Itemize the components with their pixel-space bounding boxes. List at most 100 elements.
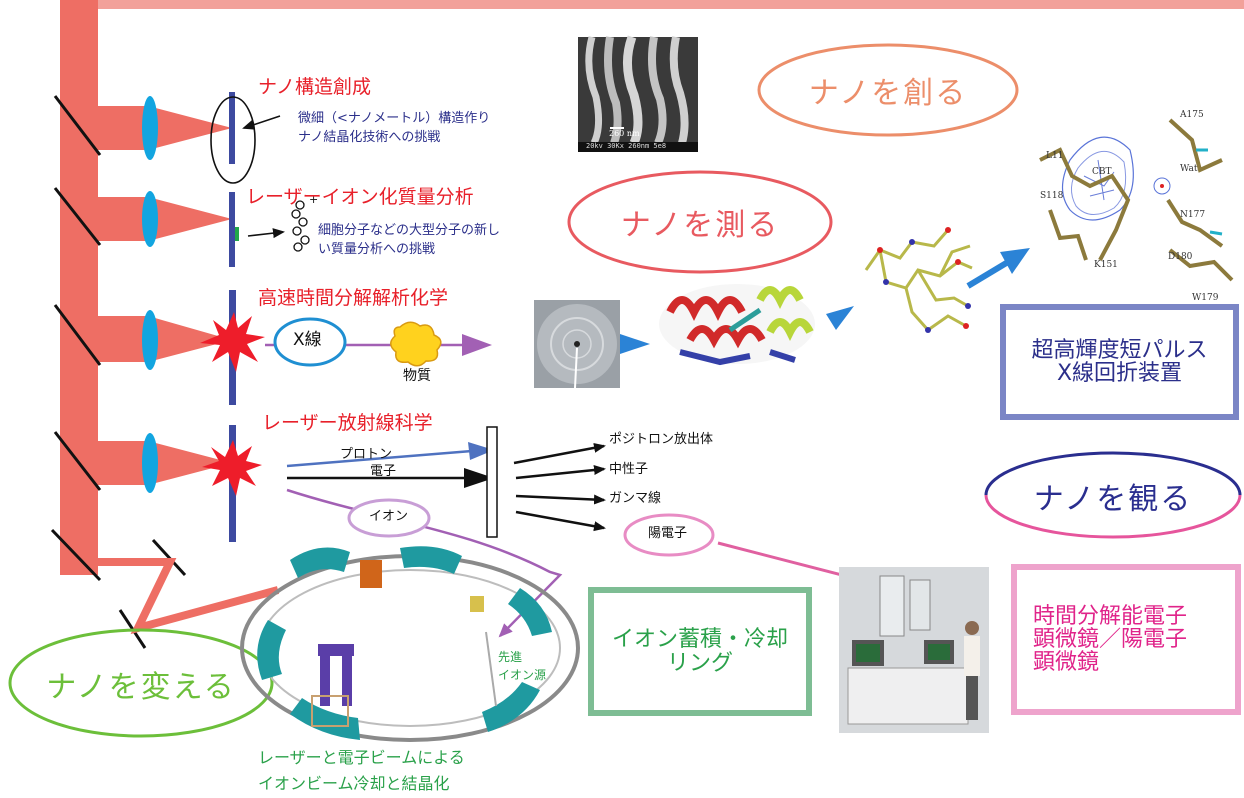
electron-arrowhead [464,468,494,488]
residue-label-0: L11 [1046,151,1063,161]
ring-beam [98,558,280,635]
mirror-5 [50,528,102,582]
xray-device-label: 超高輝度短パルス X線回折装置 [1031,337,1208,386]
storage-ring [240,546,580,742]
ion-ring-label: イオン蓄積・冷却 リング [611,627,788,676]
residue-label-7: K151 [1094,260,1118,270]
ribbon-arrow [826,306,854,330]
mirror-4 [53,431,102,491]
structure-oval [210,96,256,184]
green-sample [235,227,239,241]
output-label-gamma: ガンマ線 [609,491,662,506]
residue-label-8: W179 [1192,293,1219,303]
mass-spec-title: レーザーイオン化質量分析 [246,186,474,208]
oval-measure-label: ナノを測る [620,208,780,243]
substance-label: 物質 [403,368,431,384]
electron-label: 電子 [370,464,397,479]
oval-observe-label: ナノを観る [1033,482,1193,517]
oval-change-label: ナノを変える [46,670,236,705]
diffraction-arrow [620,334,650,354]
ball-stick-atoms [877,227,971,333]
oval-observe-top [984,451,1242,496]
oval-observe-bottom [984,494,1242,539]
xray-oval [273,317,347,367]
cooling-caption-2: イオンビーム冷却と結晶化 [258,774,450,793]
ion-source-label-2: イオン源 [498,668,547,682]
target-1 [229,92,235,164]
positron-oval [623,513,715,557]
ball-stick-model [864,229,973,332]
xray-arrowhead [462,334,492,356]
residue-label-1: CBT [1092,167,1112,177]
branch-beam-4 [98,441,232,485]
converter-plate [486,426,498,538]
residue-label-3: Wat [1180,164,1198,174]
output-label-positron-emitter: ポジトロン放出体 [609,432,714,447]
positron-label: 陽電子 [648,526,688,541]
oval-change [8,628,274,738]
mass-spec-desc-1: 細胞分子などの大型分子の新し [318,223,501,238]
lens-2 [142,191,158,247]
branch-beam-2 [98,197,232,241]
residue-label-2: A175 [1179,110,1204,120]
residue-label-6: D180 [1168,252,1193,262]
time-resolved-title: 高速時間分解解析化学 [258,287,449,309]
ion-oval [347,498,431,538]
mass-spec-arrow [247,228,285,239]
substance-blob [390,321,442,367]
sem-scale-label: 260 nm [609,129,640,138]
box-microscope [1011,564,1241,715]
main-beam-vertical [60,0,98,575]
oval-create [757,43,1019,137]
box-ion-ring [588,587,812,716]
cooling-caption-1: レーザーと電子ビームによる [258,748,465,767]
proton-line [286,449,473,468]
structure-arrow [242,115,281,130]
residue-label-5: N177 [1180,210,1205,220]
lens-1 [142,96,158,160]
microscope-photo [839,567,989,733]
mirror-3 [53,304,102,366]
top-beam-bar [60,0,1244,9]
molecule-icon: + [291,193,318,252]
microscope-label: 時間分解能電子 顕微鏡／陽電子 顕微鏡 [1033,603,1188,676]
lens-4 [142,433,158,493]
oval-measure [567,170,833,274]
sem-image [578,35,698,152]
oval-create-label: ナノを創る [808,76,968,111]
mirror-6 [151,538,187,577]
nano-structure-title: ナノ構造創成 [258,76,372,98]
proton-arrowhead [468,442,494,460]
nano-structure-desc-1: 微細（<ナノメートル）構造作り [298,111,491,126]
xray-label: X線 [293,330,322,350]
burst-3 [200,312,265,372]
ion-source-label-1: 先進 [498,650,523,664]
svg-text:+: + [309,193,318,206]
lens-3 [142,310,158,370]
model-arrow-line [966,259,1010,289]
output-arrows [513,442,606,532]
diffraction-pattern [534,300,620,389]
target-2 [229,192,235,267]
nano-structure-desc-2: ナノ結晶化技術への挑戦 [298,130,441,145]
residue-label-4: S118 [1040,191,1064,201]
sem-footer-label: 20kv 30Kx 260nm 5e8 [586,142,667,150]
branch-beams [98,106,232,485]
protein-ribbon [659,284,815,366]
mass-spec-desc-2: い質量分析への挑戦 [318,242,436,257]
ion-label: イオン [369,509,409,524]
output-label-neutron: 中性子 [609,462,649,477]
residue-labels: L11 CBT A175 Wat S118 N177 D180 K151 W17… [1040,110,1219,303]
proton-label: プロトン [340,447,393,462]
model-arrowhead [1000,248,1030,274]
mirror-2 [53,187,102,246]
laser-radiation-title: レーザー放射線科学 [262,412,433,434]
mirror-1 [53,95,102,156]
ion-path [286,488,563,638]
branch-beam-1 [98,106,232,150]
branch-beam-3 [98,316,232,362]
burst-4 [202,440,262,496]
lenses [142,96,158,493]
